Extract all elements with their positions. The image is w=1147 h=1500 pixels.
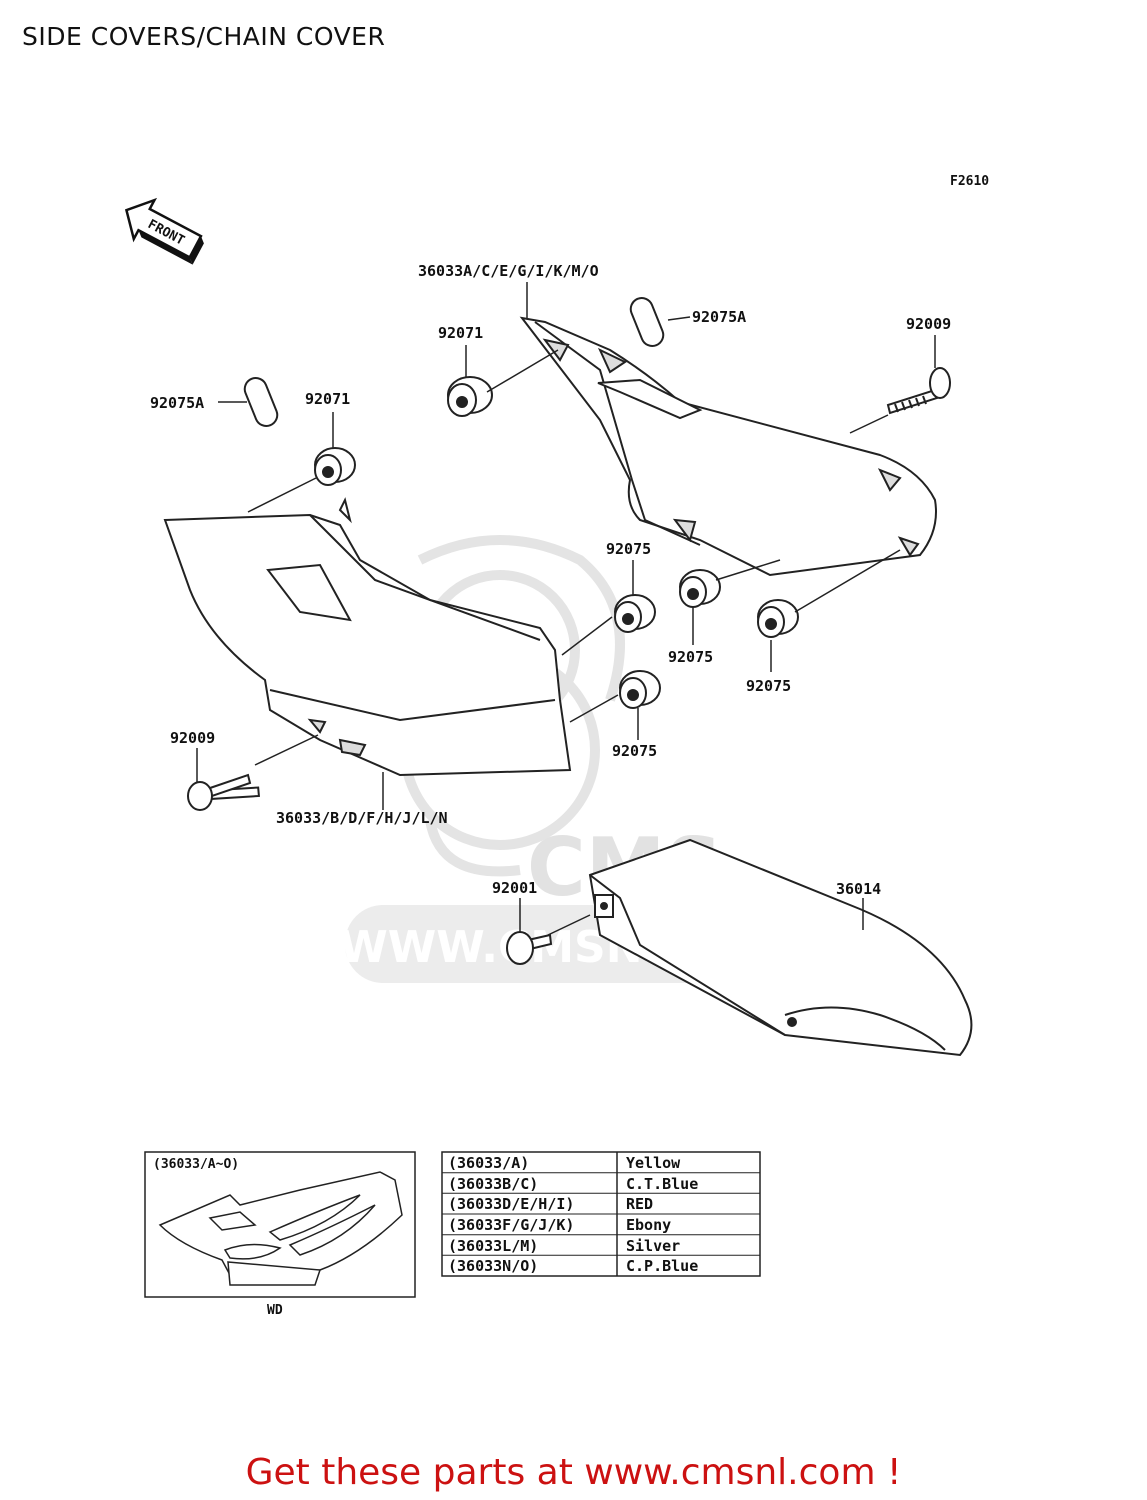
table-part-2: (36033D/E/H/I) bbox=[448, 1195, 574, 1213]
table-part-4: (36033L/M) bbox=[448, 1237, 538, 1255]
callout-92009-left: 92009 bbox=[170, 729, 215, 747]
bolt-92009-left bbox=[187, 773, 261, 811]
grommet-92071-upper bbox=[447, 376, 493, 417]
table-color-3: Ebony bbox=[626, 1216, 671, 1234]
table-color-5: C.P.Blue bbox=[626, 1257, 698, 1275]
page-title: SIDE COVERS/CHAIN COVER bbox=[22, 22, 386, 51]
grommet-92075-c bbox=[757, 599, 799, 638]
callout-92071-left: 92071 bbox=[305, 390, 350, 408]
leader-lines bbox=[196, 282, 936, 936]
pads-92075A bbox=[243, 297, 665, 427]
callout-92075A-right: 92075A bbox=[692, 308, 746, 326]
pad-92075A-right bbox=[629, 297, 665, 347]
inset-caption: WD bbox=[267, 1303, 283, 1318]
table-part-5: (36033N/O) bbox=[448, 1257, 538, 1275]
figure-code: F2610 bbox=[950, 174, 989, 189]
callout-92009-right: 92009 bbox=[906, 315, 951, 333]
color-table: (36033/A) Yellow (36033B/C) C.T.Blue (36… bbox=[441, 1151, 761, 1277]
callout-92075-c: 92075 bbox=[746, 677, 791, 695]
table-color-2: RED bbox=[626, 1195, 653, 1213]
front-arrow-icon: FRONT bbox=[124, 197, 204, 265]
inset-label: (36033/A~O) bbox=[153, 1157, 239, 1172]
pad-92075A-left bbox=[243, 377, 279, 427]
table-part-1: (36033B/C) bbox=[448, 1175, 538, 1193]
grommet-92075-b bbox=[679, 569, 721, 608]
grommet-92071-left bbox=[314, 447, 356, 486]
table-color-4: Silver bbox=[626, 1237, 680, 1255]
callout-92075-a: 92075 bbox=[606, 540, 651, 558]
grommets bbox=[314, 376, 799, 709]
callout-36033-lower: 36033/B/D/F/H/J/L/N bbox=[276, 809, 448, 827]
table-color-1: C.T.Blue bbox=[626, 1175, 698, 1193]
inset-box: (36033/A~O) WD bbox=[144, 1151, 416, 1318]
upper-side-cover bbox=[519, 316, 937, 577]
table-part-3: (36033F/G/J/K) bbox=[448, 1216, 574, 1234]
bolts bbox=[187, 367, 951, 965]
callout-36014: 36014 bbox=[836, 880, 881, 898]
footer-link-text[interactable]: Get these parts at www.cmsnl.com ! bbox=[245, 1452, 902, 1493]
grommet-92075-d bbox=[619, 670, 661, 709]
callout-36033-upper: 36033A/C/E/G/I/K/M/O bbox=[418, 262, 599, 280]
chain-cover bbox=[588, 838, 973, 1057]
callout-92075-d: 92075 bbox=[612, 742, 657, 760]
callout-92071-upper: 92071 bbox=[438, 324, 483, 342]
callout-92075-b: 92075 bbox=[668, 648, 713, 666]
bolt-92009-right bbox=[886, 367, 951, 415]
callout-92075A-left: 92075A bbox=[150, 394, 204, 412]
grommet-92075-a bbox=[614, 594, 656, 633]
table-part-0: (36033/A) bbox=[448, 1154, 529, 1172]
lower-side-cover bbox=[163, 497, 572, 777]
table-color-0: Yellow bbox=[626, 1154, 681, 1172]
parts-diagram: CMS WWW.CMSNL.COM F2610 FRONT bbox=[124, 174, 989, 1318]
callout-92001: 92001 bbox=[492, 879, 537, 897]
